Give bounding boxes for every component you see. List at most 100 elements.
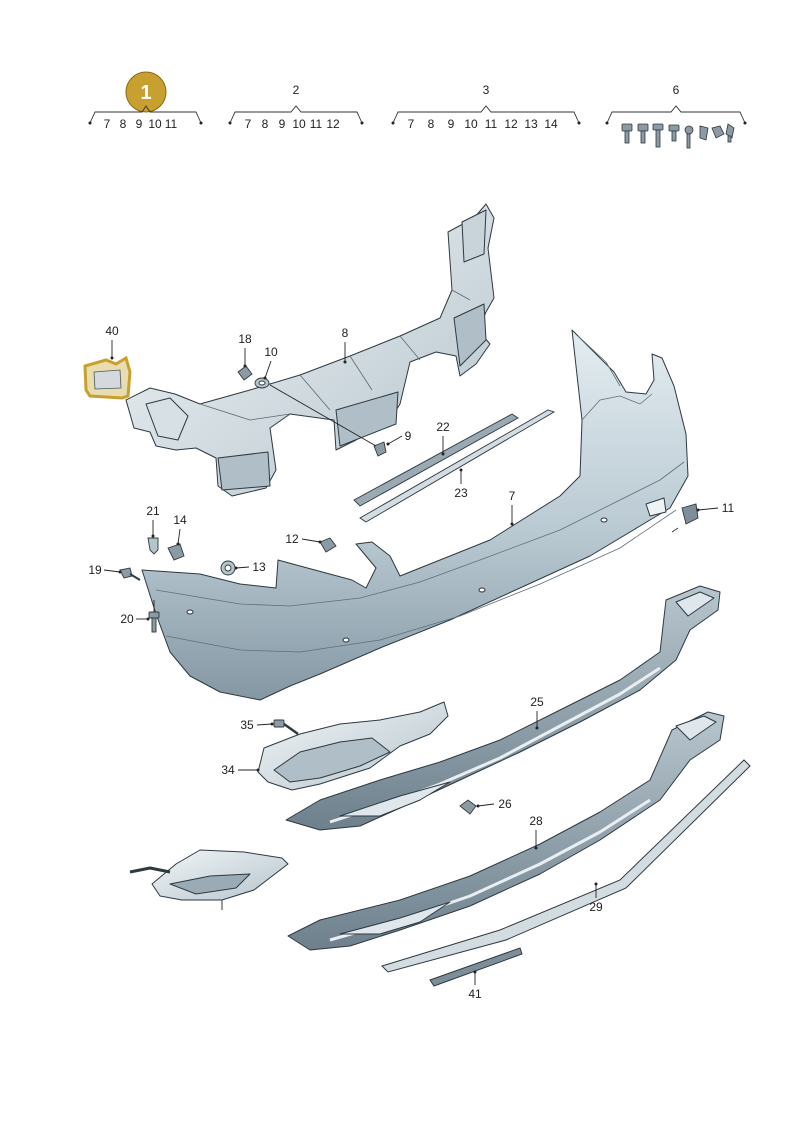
callout-label: 23 [454,486,468,500]
callout-21[interactable]: 21 [146,504,160,538]
part-35-screw[interactable] [273,719,299,736]
callout-label: 21 [146,504,160,518]
group-item-number: 8 [262,117,269,131]
group-label: 3 [483,83,490,97]
group-item-number: 7 [245,117,252,131]
callout-label: 25 [530,695,544,709]
callout-20[interactable]: 20 [120,600,155,626]
callout-label: 26 [498,797,512,811]
callout-11[interactable]: 11 [696,501,735,515]
part-7-bumper-cover[interactable] [141,329,689,701]
callout-28[interactable]: 28 [529,814,543,850]
highlight-badge[interactable] [125,71,167,113]
callout-13[interactable]: 13 [234,560,266,574]
part-10-washer[interactable] [254,377,270,389]
callout-26[interactable]: 26 [476,797,512,811]
callout-29[interactable]: 29 [589,882,603,915]
callout-25[interactable]: 25 [530,695,544,730]
callout-12[interactable]: 12 [285,532,322,546]
callout-34[interactable]: 34 [221,763,260,777]
callout-18[interactable]: 18 [238,332,252,368]
callout-10[interactable]: 10 [263,345,278,380]
part-12-nut[interactable] [319,537,337,553]
group-item-number: 7 [104,117,111,131]
callout-label: 29 [589,900,603,914]
callout-label: 9 [405,429,412,443]
part-21-pin[interactable] [147,537,159,555]
screw-icon [621,123,633,144]
callout-22[interactable]: 22 [436,420,450,456]
callout-41[interactable]: 41 [468,970,482,1002]
part-18-nut[interactable] [237,365,253,381]
group-item-number: 12 [326,117,340,131]
group-item-number: 9 [279,117,286,131]
callout-7[interactable]: 7 [509,489,516,526]
callout-35[interactable]: 35 [240,718,274,732]
callout-label: 10 [264,345,278,359]
part-41-strip[interactable] [429,947,523,987]
group-item-number: 12 [504,117,518,131]
group-item-number: 14 [544,117,558,131]
group-item-number: 8 [120,117,127,131]
nut-icon [711,125,725,139]
group-item-number: 11 [165,117,178,131]
callout-label: 22 [436,420,450,434]
part-22-strip[interactable] [353,413,519,507]
callout-label: 41 [468,987,482,1001]
fastener-icons [621,123,735,149]
group-item-number: 11 [485,117,498,131]
part-19-screw[interactable] [119,567,141,581]
callout-9[interactable]: 9 [269,384,412,447]
part-8-carrier[interactable] [125,203,495,497]
callout-label: 7 [509,489,516,503]
callout-label: 40 [105,324,119,338]
part-14-clip[interactable] [167,543,185,561]
exhaust-tip[interactable] [129,849,289,910]
callout-label: 28 [529,814,543,828]
part-11-cap[interactable] [671,503,699,533]
part-26-nut[interactable] [459,799,477,815]
group-label: 1 [140,82,151,104]
callout-14[interactable]: 14 [173,513,187,546]
screw-icon [637,123,649,144]
group-item-number: 10 [464,117,478,131]
part-25-diffuser[interactable] [285,585,721,831]
callout-label: 34 [221,763,235,777]
part-23-strip[interactable] [359,409,556,523]
callout-label: 8 [342,326,349,340]
part-29-strip[interactable] [381,759,751,973]
callout-19[interactable]: 19 [88,563,122,577]
screw-icon [668,124,680,142]
group-item-number: 7 [408,117,415,131]
part-28-lower-diffuser[interactable] [287,711,725,951]
pin-icon [684,125,694,149]
clip-icon [699,125,709,141]
callout-23[interactable]: 23 [454,468,468,501]
group-label: 2 [293,83,300,97]
group-item-number: 8 [428,117,435,131]
callout-label: 14 [173,513,187,527]
callout-8[interactable]: 8 [342,326,349,364]
callout-label: 12 [285,532,299,546]
part-13-nut[interactable] [220,560,236,576]
part-9-clip[interactable] [373,441,387,457]
part-34-bracket[interactable] [257,701,449,791]
group-item-number: 11 [310,117,323,131]
group-item-number: 10 [292,117,306,131]
header-group-6[interactable]: 6 [605,83,747,149]
group-item-number: 9 [136,117,143,131]
callout-label: 19 [88,563,102,577]
part-40-bracket[interactable] [83,355,132,400]
part-20-screw[interactable] [148,611,160,633]
group-item-number: 10 [148,117,162,131]
callout-label: 13 [252,560,266,574]
callout-label: 18 [238,332,252,346]
callout-40[interactable]: 40 [105,324,119,360]
group-item-number: 9 [448,117,455,131]
